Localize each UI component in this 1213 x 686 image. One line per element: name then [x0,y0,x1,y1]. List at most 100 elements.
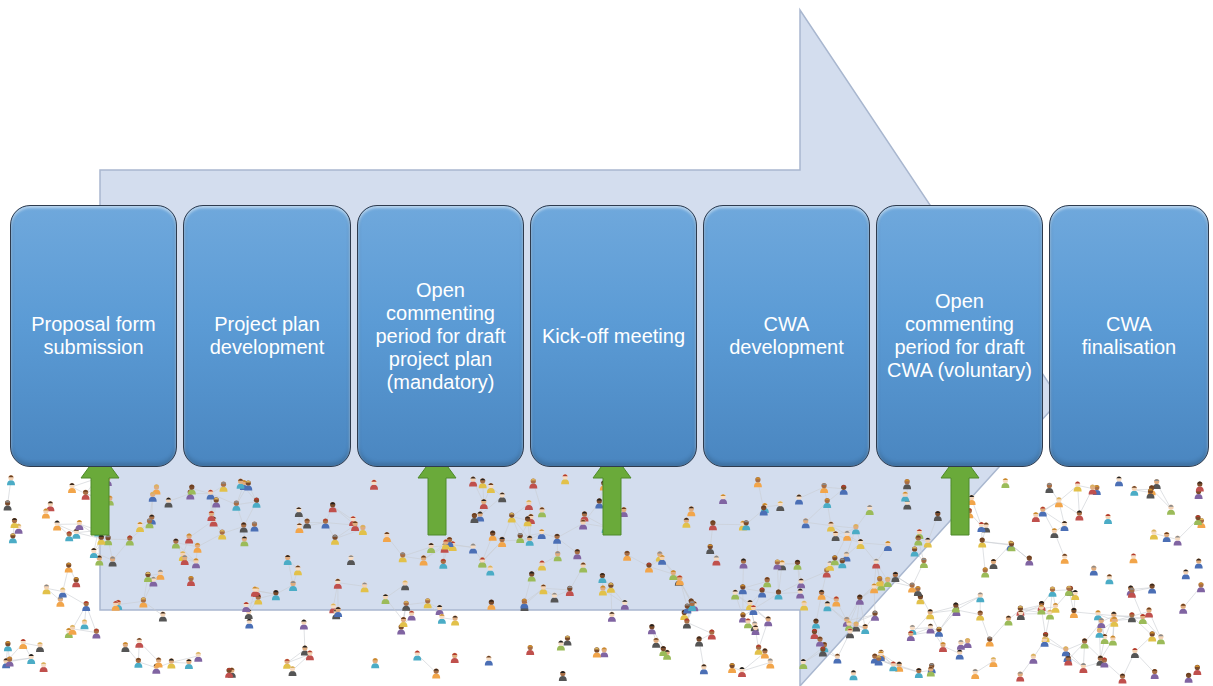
person-icon [109,556,117,566]
person-icon [924,538,932,548]
person-icon [232,501,240,511]
person-icon [207,511,215,521]
person-icon [623,551,631,561]
process-box: Open commenting period for draft CWA (vo… [876,205,1043,467]
person-icon [914,535,922,545]
person-icon [794,560,802,570]
person-icon [695,636,703,646]
person-icon [420,555,428,565]
person-icon [179,551,187,561]
person-icon [920,558,928,568]
person-icon [752,625,760,635]
person-icon [82,490,90,500]
person-icon [72,577,80,587]
network-link [424,547,445,560]
person-icon [188,485,196,495]
person-icon [598,573,606,583]
person-icon [408,611,416,621]
network-link [386,584,406,598]
person-icon [245,619,253,629]
person-icon [1081,638,1089,648]
person-icon [553,534,561,544]
person-icon [870,583,878,593]
person-icon [728,663,736,673]
person-icon [322,519,330,529]
person-icon [480,499,488,509]
person-icon [1110,612,1118,622]
person-icon [40,662,48,672]
person-icon [708,629,716,639]
person-icon [92,629,100,639]
network-link [982,542,1010,545]
person-icon [659,646,667,656]
person-icon [800,601,808,611]
person-icon [939,642,947,652]
person-icon [498,537,506,547]
person-icon [872,559,880,569]
person-icon [852,622,860,632]
person-icon [284,555,292,565]
person-icon [75,520,83,530]
person-icon [986,637,994,647]
person-icon [1128,612,1136,622]
person-icon [1045,483,1053,493]
person-icon [911,546,919,556]
network-link [171,656,198,663]
person-icon [607,583,615,593]
person-icon [135,638,143,648]
person-icon [1007,540,1015,550]
person-icon [978,538,986,548]
person-icon [843,617,851,627]
network-link [982,542,1011,546]
person-icon [167,658,175,668]
person-icon [901,492,909,502]
person-icon [159,612,167,622]
person-icon [1016,606,1024,616]
person-icon [1089,485,1097,495]
person-icon [852,524,860,534]
person-icon [758,587,766,597]
network-link [1046,636,1066,650]
person-icon [149,492,157,502]
person-icon [1130,553,1138,563]
person-icon [225,668,233,678]
person-icon [526,536,534,546]
person-icon [56,597,64,607]
person-icon [1016,672,1024,682]
process-box: Kick-off meeting [530,205,697,467]
person-icon [749,605,757,615]
person-icon [525,500,533,510]
person-icon [402,601,410,611]
person-icon [833,654,841,664]
person-icon [776,501,784,511]
person-icon [1029,654,1037,664]
person-icon [559,671,567,681]
person-icon [1097,618,1105,628]
person-icon [1061,521,1069,531]
person-icon [976,611,984,621]
network-link [73,629,97,633]
person-icon [760,505,768,515]
person-icon [289,666,297,676]
person-icon [424,598,432,608]
person-icon [1008,541,1016,551]
person-icon [1052,603,1060,613]
person-icon [187,576,195,586]
person-icon [487,483,495,493]
person-icon [439,559,447,569]
person-icon [300,619,308,629]
person-icon [1195,558,1203,568]
person-icon [706,544,714,554]
person-icon [956,649,964,659]
person-icon [927,666,935,676]
box-label: Open commenting period for draft project… [368,279,513,394]
person-icon [1119,674,1127,684]
person-icon [976,592,984,602]
person-icon [981,567,989,577]
person-icon [1074,481,1082,491]
network-link [299,523,325,528]
network-link [1036,501,1059,516]
person-icon [884,541,892,551]
person-icon [799,659,807,669]
